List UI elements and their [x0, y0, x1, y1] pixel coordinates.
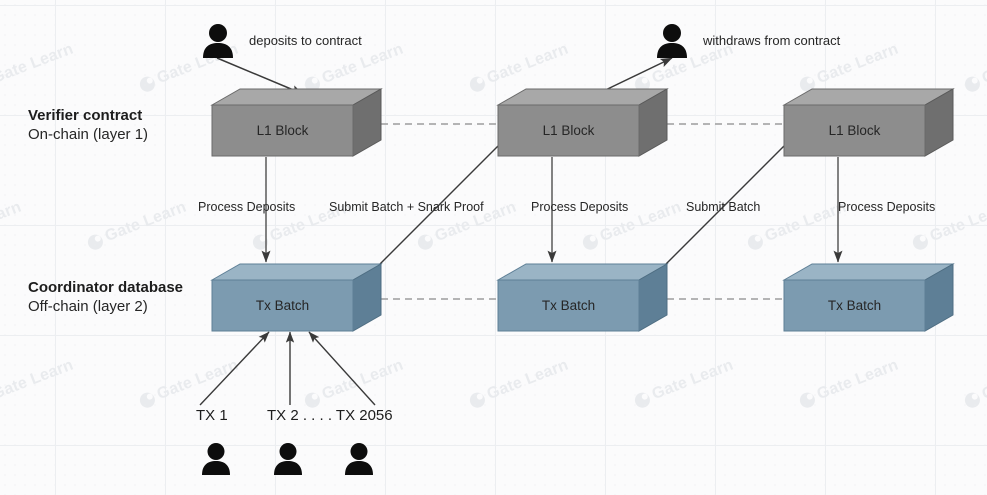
tx-batch-2-label: Tx Batch	[541, 298, 596, 313]
actor-label-depositor: deposits to contract	[249, 33, 362, 48]
row-label-layer2-subtitle: Off-chain (layer 2)	[28, 298, 148, 315]
person-icon-withdrawer	[657, 24, 687, 58]
arrow-deposit-to-l1	[216, 57, 304, 95]
edge-label-process-deposits-3: Process Deposits	[838, 200, 936, 214]
tx-batch-1[interactable]	[210, 263, 383, 332]
edge-label-submit-batch-snark-proof: Submit Batch + Snark Proof	[329, 200, 484, 214]
tx-batch-3[interactable]	[782, 263, 955, 332]
tx-label-range: TX 2 . . . . TX 2056	[267, 407, 393, 424]
row-label-layer2: Coordinator database Off-chain (layer 2)	[28, 278, 183, 317]
row-label-layer2-title: Coordinator database	[28, 279, 184, 296]
arrow-submit-batch	[657, 131, 799, 273]
arrow-tx-2056	[308, 331, 376, 406]
l1-block-2[interactable]	[496, 88, 669, 157]
tx-batch-3-label: Tx Batch	[827, 298, 882, 313]
l1-block-3-label: L1 Block	[828, 123, 881, 138]
edge-label-process-deposits-1: Process Deposits	[198, 200, 296, 214]
tx-batch-1-label: Tx Batch	[255, 298, 310, 313]
tx-batch-2[interactable]	[496, 263, 669, 332]
l1-block-3[interactable]	[782, 88, 955, 157]
person-icon-depositor	[203, 24, 233, 58]
edge-label-submit-batch: Submit Batch	[686, 200, 761, 214]
tx-label-1: TX 1	[196, 407, 228, 424]
person-icon-sender-1	[202, 443, 230, 475]
person-icon-sender-3	[345, 443, 373, 475]
l1-block-2-label: L1 Block	[542, 123, 595, 138]
row-label-layer1-subtitle: On-chain (layer 1)	[28, 126, 149, 143]
actor-label-withdrawer: withdraws from contract	[703, 33, 841, 48]
l1-block-1[interactable]	[210, 88, 383, 157]
arrow-tx-1	[199, 331, 270, 406]
row-label-layer1: Verifier contract On-chain (layer 1)	[28, 106, 148, 145]
edge-label-process-deposits-2: Process Deposits	[531, 200, 629, 214]
arrow-submit-batch-snark-proof	[371, 131, 513, 273]
row-label-layer1-title: Verifier contract	[28, 107, 143, 124]
l1-block-1-label: L1 Block	[256, 123, 309, 138]
person-icon-sender-2	[274, 443, 302, 475]
